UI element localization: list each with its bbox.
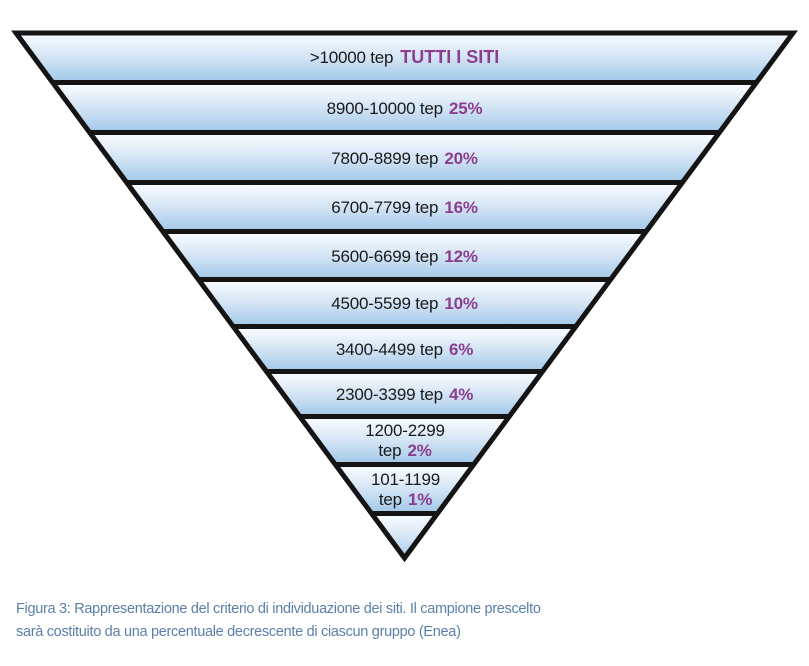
- funnel-band-9: [16, 418, 793, 463]
- funnel-band-10: [16, 466, 793, 512]
- funnel-diagram: [11, 30, 798, 563]
- funnel-band-3: [16, 134, 793, 181]
- caption-line-1: Figura 3: Rappresentazione del criterio …: [16, 601, 541, 617]
- funnel-band-5: [16, 233, 793, 278]
- funnel-band-tip: [16, 515, 793, 558]
- funnel-band-4: [16, 184, 793, 230]
- funnel-bands: [16, 33, 793, 558]
- funnel-band-8: [16, 373, 793, 415]
- figure-caption: Figura 3: Rappresentazione del criterio …: [16, 598, 636, 644]
- funnel-band-1: [16, 33, 793, 81]
- funnel-band-2: [16, 84, 793, 131]
- funnel-outline: [11, 30, 798, 563]
- funnel-band-6: [16, 281, 793, 325]
- funnel-band-7: [16, 328, 793, 370]
- caption-line-2: sarà costituito da una percentuale decre…: [16, 624, 461, 640]
